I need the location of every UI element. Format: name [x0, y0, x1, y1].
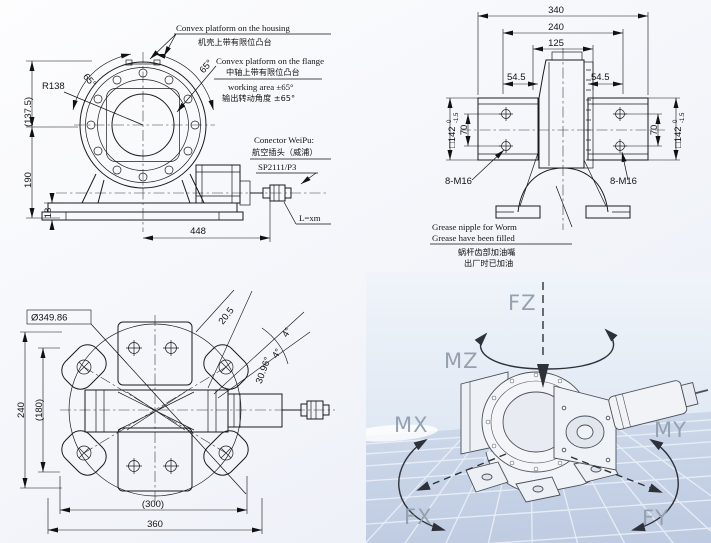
- front-view-drawing: 65° 65° (137.5) 190 18 448 R138 Convex p…: [23, 23, 331, 242]
- dim-pitch-left: 70: [459, 125, 470, 136]
- fy-axis-line: [570, 456, 663, 493]
- top-body-outline: [61, 321, 330, 497]
- annotation-connector-model: SP2111/P3: [258, 162, 297, 172]
- annotation-connector: Conector WeiPu: 航空插头（威浦） SP2111/P3: [250, 135, 331, 185]
- dim-vertical-inner: (180): [34, 399, 45, 421]
- mx-label: MX: [394, 413, 429, 437]
- side-view-drawing: 340 240 125 54.5 54.5 70 70 □142 0 -1.5 …: [430, 5, 686, 268]
- side-body-outline: [477, 51, 649, 219]
- limit-arcs: [72, 53, 214, 111]
- square-tol-up-left: 0: [447, 119, 453, 123]
- mz-label: MZ: [444, 349, 479, 373]
- dim-diameter: Ø349.86: [31, 313, 67, 324]
- square-tol-dn-left: -1.5: [454, 112, 460, 123]
- top-view-drawing: Ø349.86 20.5 4° 4° 30.96° 240 (180) (300…: [16, 289, 335, 534]
- dim-width-total: 340: [548, 5, 564, 16]
- slewing-drive-render: [460, 371, 709, 503]
- load-diagram-photo: FZ MZ MX MY FX FY: [366, 272, 711, 543]
- annotation-flange-platform: Convex platform on the flange 中轴上带有限位凸台 …: [176, 56, 324, 113]
- square-size-right: □142: [673, 126, 684, 148]
- fx-axis-line: [416, 453, 507, 491]
- dim-vertical-total: 240: [16, 402, 27, 418]
- annotation-cable-length: L=xm: [283, 201, 331, 225]
- grease-en-line2: Grease have been filled: [432, 233, 515, 243]
- load-axes: [398, 282, 679, 532]
- fx-label: FX: [404, 505, 432, 529]
- square-size-left: □142: [447, 126, 458, 148]
- thread-callout-left: 8-M16: [445, 149, 505, 187]
- annotation-working-area-zh: 输出转动角度 ±65°: [222, 93, 295, 103]
- dim-width-total: 360: [147, 519, 163, 530]
- dim-width-inner: (300): [142, 499, 164, 510]
- my-arc: [631, 438, 679, 532]
- mounting-lugs: [61, 344, 249, 476]
- fz-arrowhead: [537, 364, 549, 388]
- dim-angle-right: 65°: [198, 58, 216, 76]
- thread-label-right: 8-M16: [610, 176, 637, 187]
- fz-label: FZ: [508, 291, 536, 315]
- grease-zh-line1: 蜗杆齿部加油嘴: [458, 247, 515, 257]
- angle-dims: 20.5 4° 4° 30.96°: [195, 289, 311, 399]
- mz-arc: [474, 328, 618, 370]
- dim-radius: R138: [42, 81, 65, 92]
- side-centerlines: [460, 48, 665, 230]
- dim-base-height: 18: [43, 208, 54, 219]
- mx-arc: [398, 438, 446, 532]
- annotation-connector-zh: 航空插头（威浦）: [252, 147, 318, 157]
- annotation-flange-zh: 中轴上带有限位凸台: [226, 67, 300, 77]
- dim-angle-2: 4°: [270, 347, 284, 361]
- dim-square-right: □142 0 -1.5: [673, 112, 686, 148]
- front-dim-lines: [26, 60, 271, 242]
- dim-square-left: □142 0 -1.5: [447, 112, 460, 148]
- grease-en-line1: Grease nipple for Worm: [432, 222, 517, 232]
- front-body-outline: [41, 59, 292, 221]
- annotation-cable-label: L=xm: [299, 213, 321, 223]
- grease-zh-line2: 出厂时已加油: [464, 258, 513, 268]
- dim-angle-left: 65°: [80, 72, 98, 90]
- top-dim-lines: [20, 331, 263, 534]
- annotation-grease: Grease nipple for Worm Grease have been …: [430, 185, 573, 268]
- dim-total-length: 448: [190, 226, 206, 237]
- fy-label: FY: [642, 506, 669, 530]
- dim-height-upper: (137.5): [23, 97, 34, 127]
- dim-offset-left: 54.5: [507, 72, 526, 83]
- thread-callout-right: 8-M16: [610, 151, 637, 187]
- square-tol-dn-right: -1.5: [680, 112, 686, 123]
- annotation-working-area-en: working area ±65°: [228, 82, 294, 92]
- dim-offset-right: 54.5: [591, 72, 610, 83]
- connector-plug: [262, 184, 292, 202]
- top-bolt-marks: [126, 340, 179, 474]
- dim-offset: 20.5: [217, 305, 237, 326]
- dim-width-body: 125: [548, 38, 564, 49]
- annotation-housing-platform: Convex platform on the housing 机壳上带有限位凸台: [149, 23, 331, 60]
- annotation-flange-en: Convex platform on the flange: [216, 56, 324, 66]
- annotation-housing-en: Convex platform on the housing: [176, 23, 290, 33]
- annotation-housing-zh: 机壳上带有限位凸台: [198, 37, 272, 47]
- square-tol-up-right: 0: [673, 119, 679, 123]
- annotation-connector-en: Conector WeiPu:: [254, 135, 314, 145]
- load-diagram: FZ MZ MX MY FX FY: [366, 272, 711, 543]
- dim-angle-1: 4°: [280, 326, 294, 340]
- dim-height-lower: 190: [23, 172, 34, 188]
- dim-width-mount: 240: [548, 22, 564, 33]
- my-label: MY: [654, 418, 687, 442]
- diameter-callout: Ø349.86: [26, 309, 247, 495]
- side-dim-lines: [446, 12, 680, 161]
- dim-pitch-right: 70: [649, 125, 660, 136]
- thread-label-left: 8-M16: [445, 176, 472, 187]
